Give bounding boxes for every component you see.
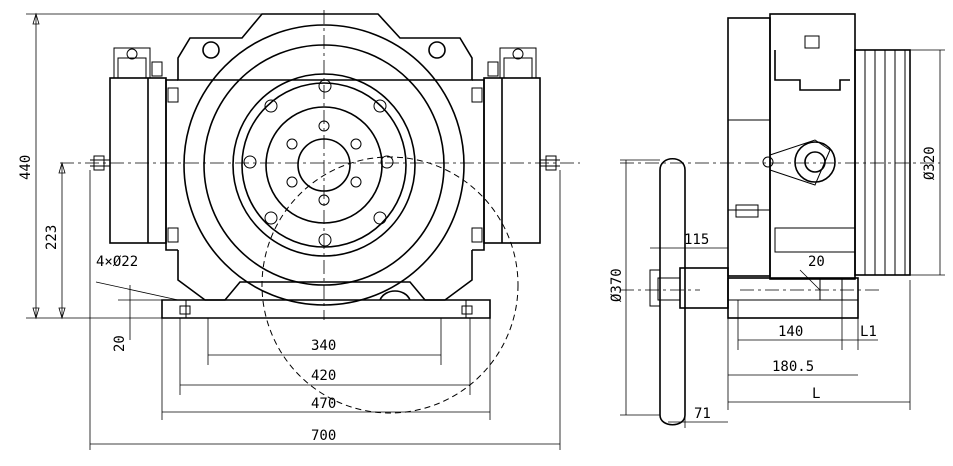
dim-handwheel-dia: Ø370 [609, 268, 625, 302]
dim-223: 223 [44, 225, 60, 250]
dim-20-groove: 20 [808, 254, 825, 270]
dim-l: L [812, 386, 820, 402]
dim-700: 700 [311, 428, 336, 444]
dim-bolt-holes: 4×Ø22 [96, 254, 138, 270]
dim-180-5: 180.5 [772, 359, 814, 375]
dim-sheave-dia: Ø320 [922, 146, 938, 180]
dim-420: 420 [311, 368, 336, 384]
dim-470: 470 [311, 396, 336, 412]
dim-140: 140 [778, 324, 803, 340]
dim-20-base: 20 [112, 335, 128, 352]
dim-71: 71 [694, 406, 711, 422]
dim-340: 340 [311, 338, 336, 354]
dim-440: 440 [18, 155, 34, 180]
dim-115: 115 [684, 232, 709, 248]
front-view [26, 10, 580, 450]
dim-l1: L1 [860, 324, 877, 340]
side-view [620, 13, 945, 428]
